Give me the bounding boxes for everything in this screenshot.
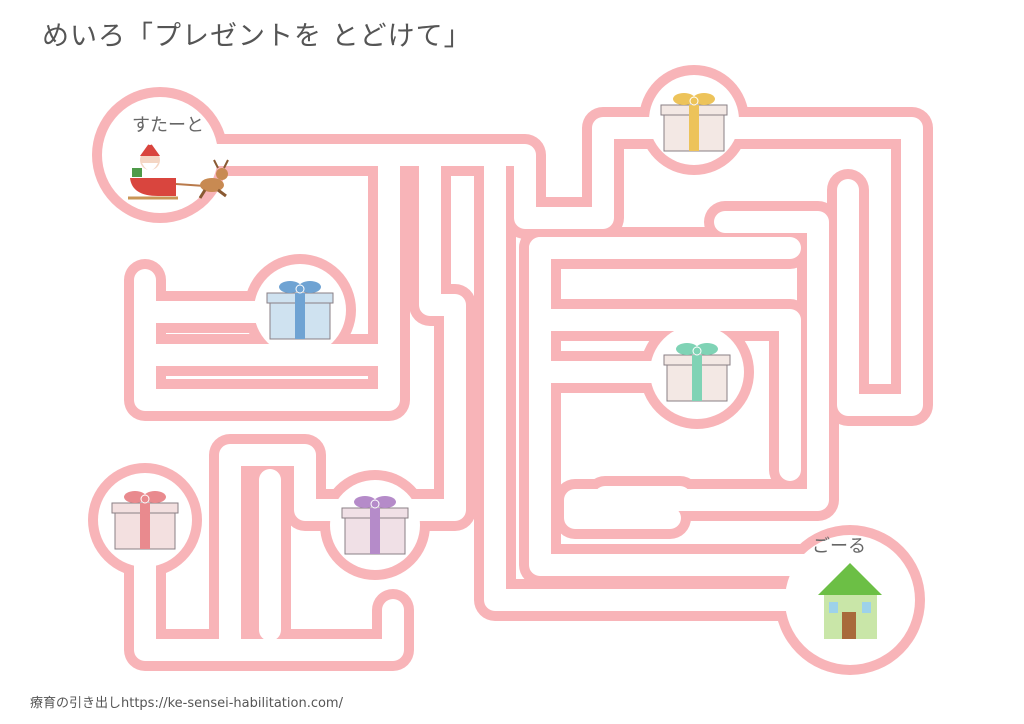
yellow-gift-icon — [660, 93, 728, 152]
maze-corridor-inner — [529, 237, 846, 576]
purple-gift-icon — [341, 496, 409, 555]
maze-corridor-inner — [683, 117, 923, 416]
footer-credit: 療育の引き出しhttps://ke-sensei-habilitation.co… — [30, 696, 343, 711]
maze-corridor-inner — [219, 444, 386, 651]
maze-corridor-inner — [149, 117, 705, 229]
green-gift-icon — [663, 343, 731, 402]
goal-label: ごーる — [812, 536, 866, 557]
maze-corridor-inner — [364, 148, 466, 521]
maze-walls — [88, 65, 933, 675]
maze-corridor-inner — [484, 148, 856, 611]
start-label: すたーと — [132, 115, 204, 136]
maze-corridor-inner — [134, 148, 400, 411]
page-title: めいろ「プレゼントを とどけて」 — [42, 21, 472, 52]
blue-gift-icon — [266, 281, 334, 340]
maze-corridor-inner — [529, 309, 801, 481]
house-icon — [818, 563, 882, 639]
pink-gift-icon — [111, 491, 179, 550]
maze-corridor-inner — [134, 509, 404, 661]
santa-sleigh-icon — [128, 139, 229, 200]
maze-corridor-inner — [564, 211, 829, 529]
